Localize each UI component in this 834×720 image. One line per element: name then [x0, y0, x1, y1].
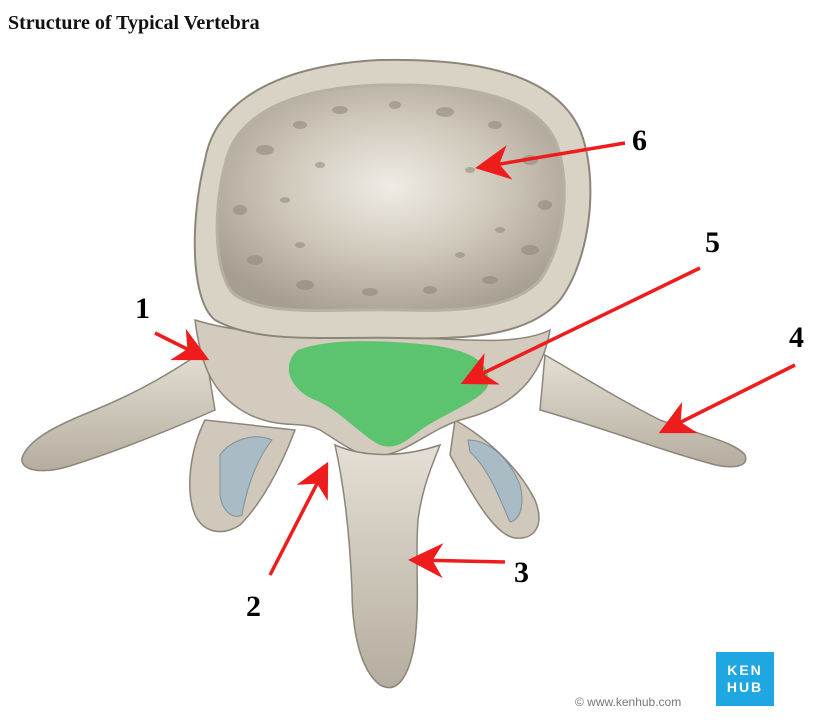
logo-line-1: KEN	[727, 662, 763, 678]
vertebral-foramen	[288, 341, 489, 447]
label-2: 2	[246, 590, 261, 623]
arrow-2	[268, 461, 329, 576]
arrow-5	[460, 266, 701, 385]
vertebral-body-rim	[215, 83, 566, 312]
articular-facet-right	[467, 439, 523, 523]
spinous-process	[333, 443, 442, 689]
label-5: 5	[705, 226, 720, 259]
label-arrows	[154, 141, 796, 579]
label-4: 4	[789, 321, 804, 354]
transverse-process-left	[21, 348, 216, 472]
label-6: 6	[632, 124, 647, 157]
page-title: Structure of Typical Vertebra	[8, 12, 260, 34]
cancellous-bone-texture	[233, 101, 552, 296]
transverse-process-right	[539, 353, 747, 468]
arrow-1	[154, 328, 210, 361]
arrow-6	[475, 141, 626, 180]
arrow-4	[658, 363, 796, 434]
kenhub-logo: KEN HUB	[716, 652, 774, 706]
copyright-text: © www.kenhub.com	[575, 695, 682, 709]
articular-facet-left	[219, 436, 273, 517]
label-1: 1	[135, 292, 150, 325]
label-3: 3	[514, 556, 529, 589]
arrow-3	[408, 543, 506, 579]
logo-line-2: HUB	[726, 679, 764, 695]
